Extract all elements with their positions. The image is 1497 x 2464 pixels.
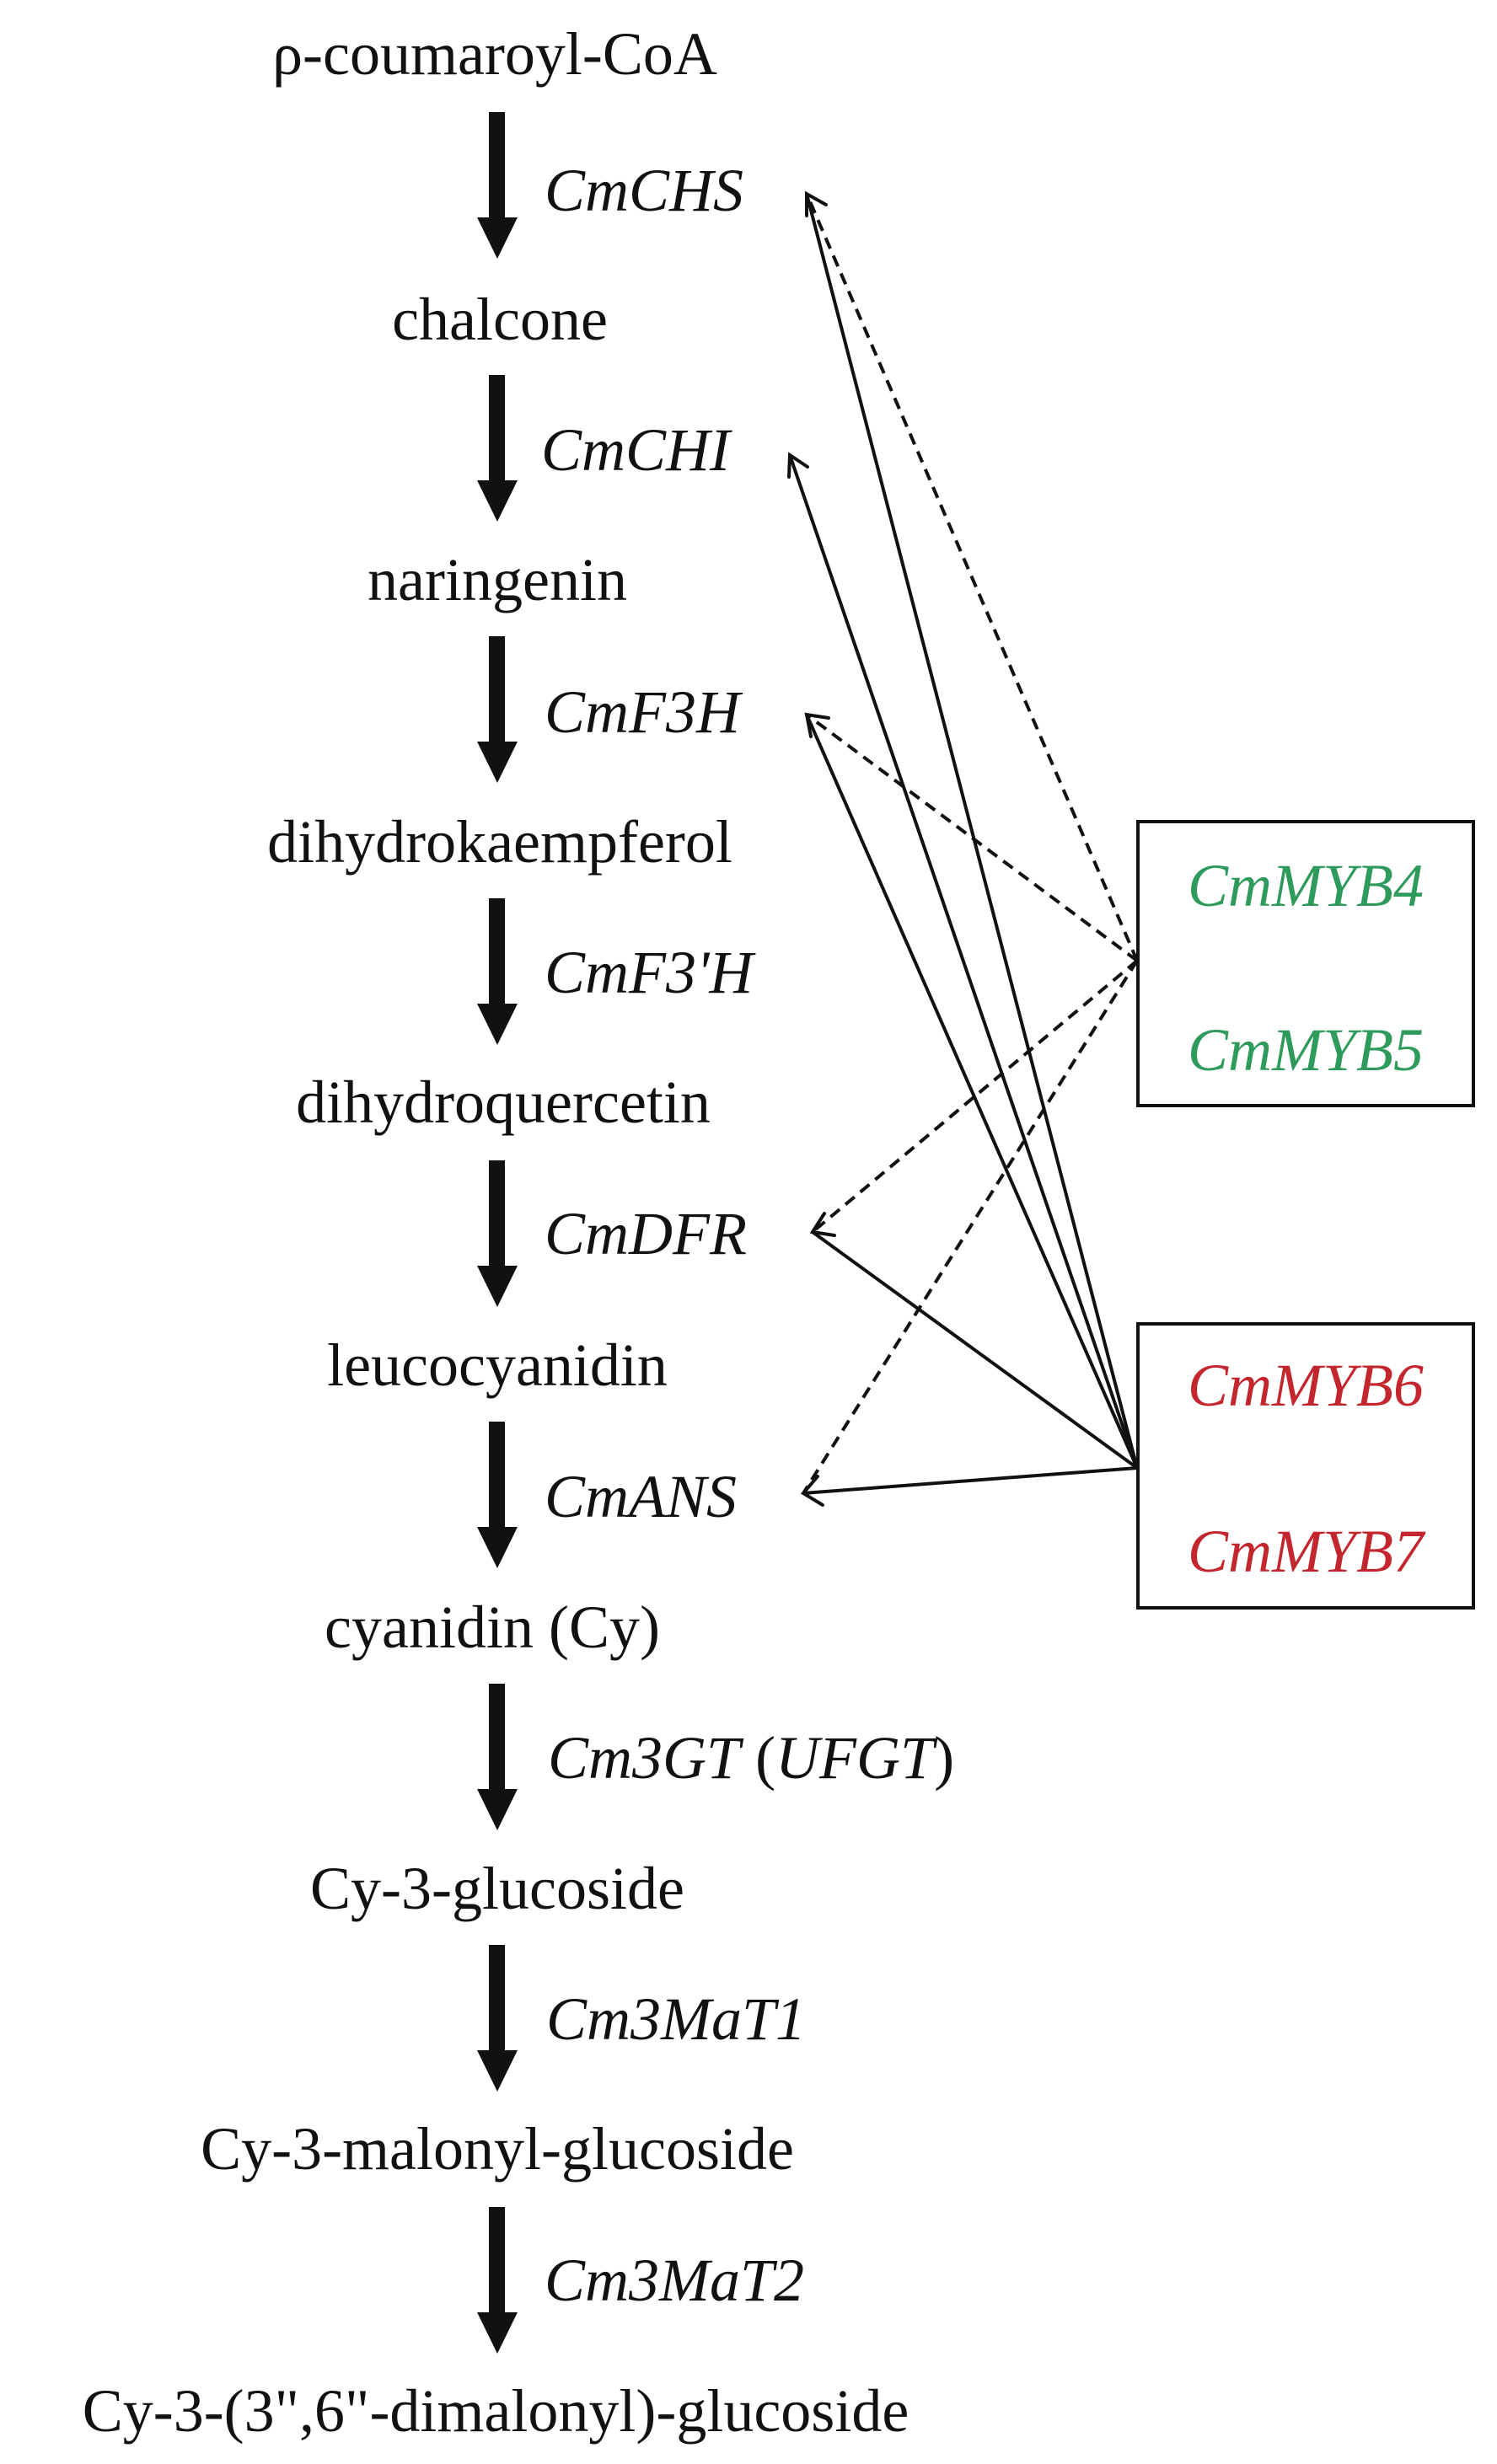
step-arrow [477, 636, 518, 783]
compound-cy-3-dimalonyl-glucoside: Cy-3-(3",6"-dimalonyl)-glucoside [83, 2377, 909, 2445]
compound-p-coumaroyl-coa: ρ-coumaroyl-CoA [272, 20, 717, 88]
enzyme-cm3mat1: Cm3MaT1 [546, 1985, 806, 2053]
regulator-box-myb4-myb5: CmMYB4 CmMYB5 [1136, 820, 1475, 1107]
regulation-line-myb45-ans [802, 959, 1139, 1495]
enzyme-cm3gt-alias: UFGT [775, 1724, 938, 1792]
step-arrow [477, 1422, 518, 1568]
step-arrow [477, 112, 518, 259]
regulation-arrowheads [787, 190, 836, 1507]
regulation-line-myb67-f3h [805, 714, 1139, 1469]
arrowhead-target-cmchi [787, 452, 809, 479]
enzyme-cmchi: CmCHI [541, 416, 732, 484]
compound-list: ρ-coumaroyl-CoA chalcone naringenin dihy… [83, 20, 909, 2445]
compound-dihydrokaempferol: dihydrokaempferol [267, 808, 732, 876]
compound-cyanidin: cyanidin (Cy) [325, 1594, 660, 1661]
regulation-line-myb67-chi [788, 454, 1139, 1469]
regulation-line-myb67-dfr [811, 1230, 1139, 1470]
enzyme-cm3gt-paren-close: ) [934, 1724, 954, 1792]
regulation-arrows-myb6-myb7 [788, 193, 1139, 1495]
compound-naringenin: naringenin [368, 546, 627, 613]
regulation-line-myb67-chs [805, 193, 1139, 1469]
regulator-cmmyb5: CmMYB5 [1188, 1016, 1424, 1084]
compound-cy-3-malonyl-glucoside: Cy-3-malonyl-glucoside [201, 2115, 794, 2183]
regulation-line-myb45-chs [805, 193, 1139, 961]
step-arrow [477, 898, 518, 1045]
enzyme-cmf3prime-h: CmF3'H [545, 939, 756, 1006]
compound-chalcone: chalcone [392, 286, 608, 353]
compound-leucocyanidin: leucocyanidin [327, 1331, 668, 1399]
step-arrow [477, 375, 518, 522]
regulation-line-myb45-f3h [805, 713, 1139, 962]
enzyme-cm3gt: Cm3GT (UFGT) [548, 1724, 954, 1792]
enzyme-cm3mat2: Cm3MaT2 [545, 2247, 804, 2314]
compound-dihydroquercetin: dihydroquercetin [296, 1069, 711, 1136]
enzyme-cm3gt-name: Cm3GT [548, 1724, 744, 1792]
compound-cy-3-glucoside: Cy-3-glucoside [310, 1855, 684, 1922]
enzyme-cm3gt-paren-open: ( [740, 1724, 775, 1792]
regulation-line-myb67-ans [802, 1466, 1138, 1495]
step-arrow [477, 1945, 518, 2092]
enzyme-cmdfr: CmDFR [545, 1200, 747, 1267]
arrowhead-target-cmchs [805, 190, 828, 217]
enzyme-cmf3h: CmF3H [545, 678, 743, 746]
arrowhead-target-cmans [800, 1475, 824, 1507]
regulator-cmmyb7: CmMYB7 [1188, 1518, 1426, 1585]
pathway-step-arrows [477, 112, 518, 2354]
enzyme-cmchs: CmCHS [545, 157, 743, 224]
arrowhead-target-cmdfr [809, 1212, 836, 1237]
regulation-arrows-myb4-myb5 [802, 193, 1139, 1495]
step-arrow [477, 1160, 518, 1307]
enzyme-cmans: CmANS [545, 1463, 737, 1530]
regulator-cmmyb4: CmMYB4 [1188, 852, 1424, 919]
arrowhead-target-cmf3h [804, 712, 830, 738]
regulator-box-myb6-myb7: CmMYB6 CmMYB7 [1136, 1322, 1475, 1610]
regulation-line-myb45-dfr [811, 959, 1139, 1234]
step-arrow [477, 1684, 518, 1830]
step-arrow [477, 2207, 518, 2354]
enzyme-list: CmCHS CmCHI CmF3H CmF3'H CmDFR CmANS Cm3… [541, 157, 954, 2314]
regulator-cmmyb6: CmMYB6 [1188, 1352, 1424, 1419]
